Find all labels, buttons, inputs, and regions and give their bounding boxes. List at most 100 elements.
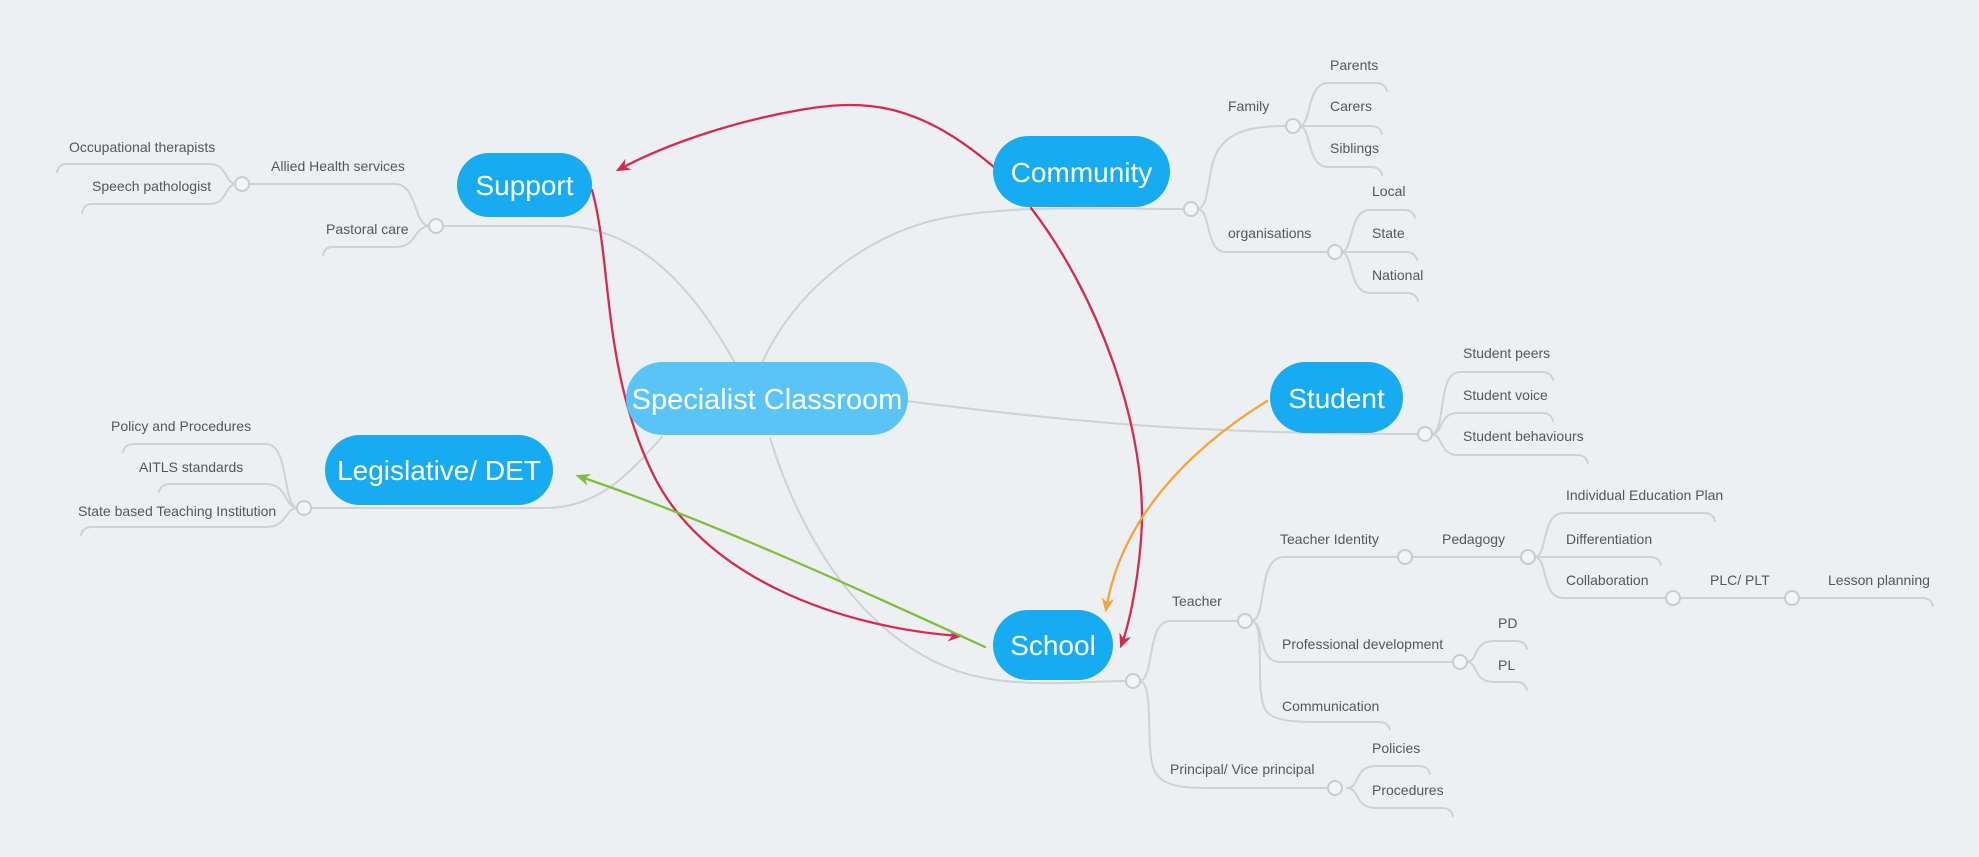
edge-aitls	[158, 483, 299, 509]
relationship-support-to-school[interactable]	[590, 188, 963, 642]
leaf-teacher[interactable]: Teacher	[1172, 593, 1222, 609]
topic-community[interactable]: Community	[993, 136, 1170, 207]
topic-root-pill[interactable]	[626, 362, 908, 435]
edge-policies	[1346, 765, 1431, 789]
junction-teacher[interactable]	[1237, 613, 1253, 629]
junction-plc-plt[interactable]	[1784, 590, 1800, 606]
junction-school[interactable]	[1125, 673, 1141, 689]
leaf-plc-plt[interactable]: PLC/ PLT	[1710, 572, 1770, 588]
junction-allied-health[interactable]	[234, 176, 250, 192]
edge-support-trunk	[442, 225, 736, 364]
junctions	[234, 118, 1800, 796]
edge-occupational-therapists	[56, 163, 238, 185]
leaf-policies[interactable]: Policies	[1372, 740, 1420, 756]
edge-state-based	[80, 507, 299, 536]
leaf-student-voice[interactable]: Student voice	[1463, 387, 1548, 403]
topic-student[interactable]: Student	[1270, 362, 1403, 433]
leaf-individual-education-plan[interactable]: Individual Education Plan	[1566, 487, 1723, 503]
leaf-organisations[interactable]: organisations	[1228, 225, 1311, 241]
junction-student[interactable]	[1417, 426, 1433, 442]
leaf-pl[interactable]: PL	[1498, 657, 1515, 673]
leaf-speech-pathologist[interactable]: Speech pathologist	[92, 178, 211, 194]
leaf-occupational-therapists[interactable]: Occupational therapists	[69, 139, 215, 155]
edge-allied-health	[246, 183, 431, 227]
junction-teacher-identity[interactable]	[1397, 549, 1413, 565]
topic-root[interactable]: Specialist Classroom	[626, 362, 908, 435]
edge-teacher-identity	[1250, 556, 1400, 622]
edge-siblings	[1298, 125, 1383, 176]
topic-nodes: Support Community Specialist Classroom S…	[325, 136, 1403, 680]
leaf-allied-health-services[interactable]: Allied Health services	[271, 158, 405, 174]
leaf-differentiation[interactable]: Differentiation	[1566, 531, 1652, 547]
leaf-family[interactable]: Family	[1228, 98, 1269, 114]
edge-family	[1196, 125, 1288, 210]
leaf-lesson-planning[interactable]: Lesson planning	[1828, 572, 1930, 588]
leaf-pedagogy[interactable]: Pedagogy	[1442, 531, 1505, 547]
edge-communication	[1250, 620, 1391, 731]
edge-state	[1340, 251, 1418, 261]
edge-student-behaviours	[1430, 433, 1589, 464]
edge-local	[1340, 209, 1416, 253]
junction-collaboration[interactable]	[1665, 590, 1681, 606]
edge-teacher	[1138, 620, 1238, 682]
edge-pastoral-care	[322, 225, 431, 256]
leaf-state[interactable]: State	[1372, 225, 1405, 241]
topic-school-label: School	[1010, 630, 1096, 661]
edge-collaboration	[1533, 556, 1668, 599]
topic-student-label: Student	[1288, 383, 1385, 414]
junction-support[interactable]	[428, 218, 444, 234]
topic-student-pill[interactable]	[1270, 362, 1403, 433]
junction-community[interactable]	[1183, 201, 1199, 217]
leaf-communication[interactable]: Communication	[1282, 698, 1379, 714]
junction-principal[interactable]	[1327, 780, 1343, 796]
leaf-student-peers[interactable]: Student peers	[1463, 345, 1550, 361]
junction-organisations[interactable]	[1327, 244, 1343, 260]
leaf-aitls-standards[interactable]: AITLS standards	[139, 459, 243, 475]
leaf-procedures[interactable]: Procedures	[1372, 782, 1444, 798]
relationship-community-to-support[interactable]	[615, 103, 997, 172]
edge-parents	[1298, 82, 1388, 127]
edge-student-voice	[1430, 412, 1554, 435]
edge-student-peers	[1430, 371, 1554, 435]
topic-school-pill[interactable]	[993, 610, 1113, 680]
junction-legislative[interactable]	[296, 500, 312, 516]
relationship-community-to-school[interactable]	[1029, 206, 1144, 649]
leaf-principal-vice-principal[interactable]: Principal/ Vice principal	[1170, 761, 1314, 777]
leaf-teacher-identity[interactable]: Teacher Identity	[1280, 531, 1379, 547]
topic-support-pill[interactable]	[457, 153, 592, 217]
leaf-carers[interactable]: Carers	[1330, 98, 1372, 114]
leaf-siblings[interactable]: Siblings	[1330, 140, 1379, 156]
topic-support[interactable]: Support	[457, 153, 592, 217]
leaf-student-behaviours[interactable]: Student behaviours	[1463, 428, 1584, 444]
leaf-policy-and-procedures[interactable]: Policy and Procedures	[111, 418, 251, 434]
topic-community-pill[interactable]	[993, 136, 1170, 207]
edge-iep	[1533, 512, 1716, 558]
edge-speech-pathologist	[81, 183, 238, 214]
relationship-school-to-legislative[interactable]	[575, 473, 987, 649]
topic-legislative-pill[interactable]	[325, 435, 553, 505]
leaf-local[interactable]: Local	[1372, 183, 1405, 199]
edge-principal	[1138, 680, 1330, 789]
leaf-national[interactable]: National	[1372, 267, 1423, 283]
leaf-parents[interactable]: Parents	[1330, 57, 1378, 73]
edges	[56, 82, 1934, 817]
topic-legislative[interactable]: Legislative/ DET	[325, 435, 553, 505]
edge-organisations	[1196, 208, 1330, 253]
junction-professional-development[interactable]	[1452, 654, 1468, 670]
topic-legislative-label: Legislative/ DET	[337, 455, 541, 486]
leaf-pastoral-care[interactable]: Pastoral care	[326, 221, 409, 237]
leaf-pd[interactable]: PD	[1498, 615, 1517, 631]
topic-support-label: Support	[475, 170, 573, 201]
leaf-professional-development[interactable]: Professional development	[1282, 636, 1443, 652]
topic-school[interactable]: School	[993, 610, 1113, 680]
edge-pl	[1465, 661, 1528, 691]
leaf-collaboration[interactable]: Collaboration	[1566, 572, 1649, 588]
relationship-student-to-school[interactable]	[1101, 399, 1269, 613]
edge-pd	[1465, 640, 1528, 663]
junction-pedagogy[interactable]	[1520, 549, 1536, 565]
leaf-state-based-teaching[interactable]: State based Teaching Institution	[78, 503, 276, 519]
edge-procedures	[1346, 787, 1454, 817]
junction-family[interactable]	[1285, 118, 1301, 134]
